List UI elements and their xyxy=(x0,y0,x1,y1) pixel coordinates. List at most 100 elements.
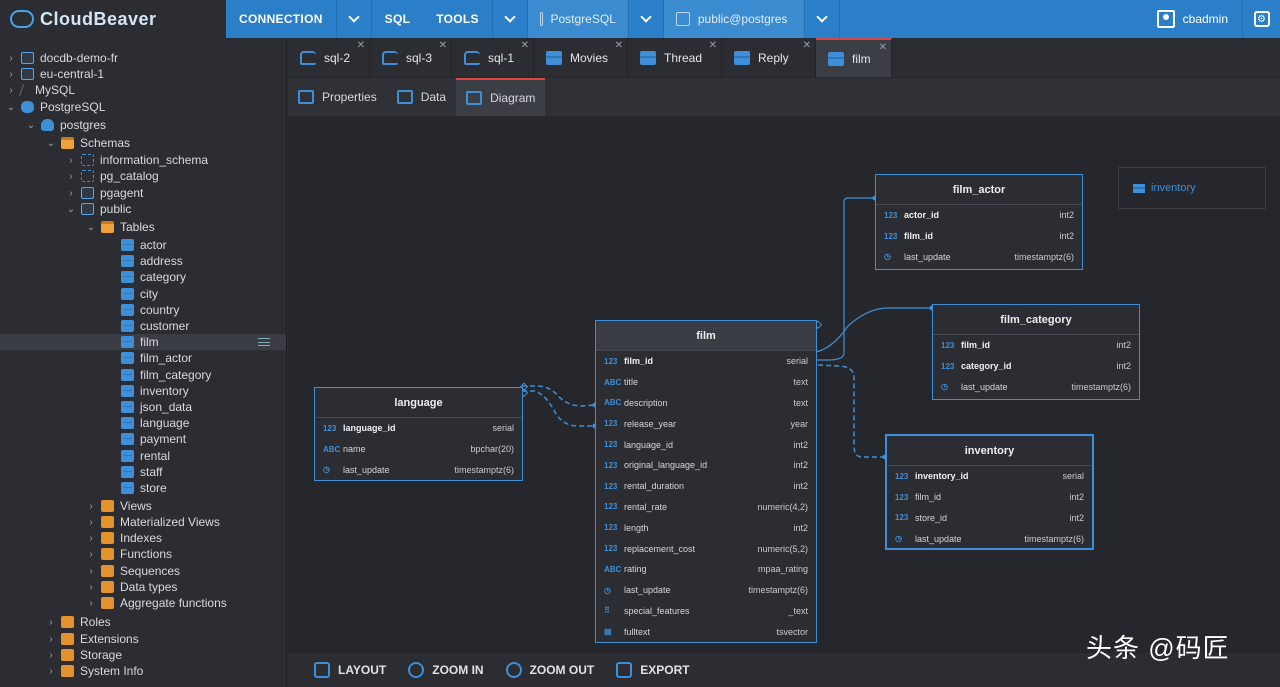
collapsed-toggle-icon[interactable]: › xyxy=(89,532,93,544)
tree-item-country[interactable]: country xyxy=(0,302,286,318)
collapsed-toggle-icon[interactable]: › xyxy=(49,665,53,677)
tools-dropdown-button[interactable] xyxy=(491,0,528,38)
expanded-toggle-icon[interactable]: ⌄ xyxy=(86,221,96,233)
collapsed-toggle-icon[interactable]: › xyxy=(89,597,93,609)
tree-item-film[interactable]: film xyxy=(0,334,286,350)
tree-item-mysql[interactable]: ›MySQL xyxy=(0,82,286,98)
tab-sql-1[interactable]: sql-1✕ xyxy=(452,38,534,77)
tree-item-functions[interactable]: ›Functions xyxy=(0,546,286,562)
export-button[interactable]: EXPORT xyxy=(616,662,690,678)
tree-item-views[interactable]: ›Views xyxy=(0,498,286,514)
tree-item-aggregate-functions[interactable]: ›Aggregate functions xyxy=(0,595,286,611)
tree-item-category[interactable]: category xyxy=(0,269,286,285)
collapsed-toggle-icon[interactable]: › xyxy=(89,565,93,577)
tree-item-city[interactable]: city xyxy=(0,286,286,302)
tree-item-store[interactable]: store xyxy=(0,480,286,496)
collapsed-toggle-icon[interactable]: › xyxy=(49,649,53,661)
tree-item-json-data[interactable]: json_data xyxy=(0,399,286,415)
schema-selector-dropdown[interactable] xyxy=(803,0,840,38)
tree-item-docdb-demo-fr[interactable]: ›docdb-demo-fr xyxy=(0,50,286,66)
tree-item-inventory[interactable]: inventory xyxy=(0,383,286,399)
tab-film[interactable]: film✕ xyxy=(816,38,892,77)
collapsed-toggle-icon[interactable]: › xyxy=(49,633,53,645)
tree-item-information-schema[interactable]: ›information_schema xyxy=(0,152,286,168)
tree-item-language[interactable]: language xyxy=(0,415,286,431)
collapsed-toggle-icon[interactable]: › xyxy=(89,516,93,528)
tree-item-roles[interactable]: ›Roles xyxy=(0,614,286,630)
tree-item-actor[interactable]: actor xyxy=(0,237,286,253)
tree-item-materialized-views[interactable]: ›Materialized Views xyxy=(0,514,286,530)
collapsed-toggle-icon[interactable]: › xyxy=(49,616,53,628)
collapsed-toggle-icon[interactable]: › xyxy=(69,187,73,199)
connection-selector-dropdown[interactable] xyxy=(627,0,664,38)
tree-item-postgresql[interactable]: ⌄PostgreSQL xyxy=(0,99,286,115)
menu-sql[interactable]: SQL xyxy=(384,12,411,26)
tree-item-storage[interactable]: ›Storage xyxy=(0,647,286,663)
tree-item-customer[interactable]: customer xyxy=(0,318,286,334)
close-icon[interactable]: ✕ xyxy=(708,40,717,51)
collapsed-toggle-icon[interactable]: › xyxy=(69,154,73,166)
tree-item-pg-catalog[interactable]: ›pg_catalog xyxy=(0,168,286,184)
menu-tools[interactable]: TOOLS xyxy=(436,12,479,26)
entity-column[interactable]: ⠿special_features_text xyxy=(596,601,816,622)
connection-dropdown-button[interactable] xyxy=(335,0,372,38)
tree-item-film-category[interactable]: film_category xyxy=(0,367,286,383)
close-icon[interactable]: ✕ xyxy=(356,40,365,51)
tree-item-pgagent[interactable]: ›pgagent xyxy=(0,185,286,201)
subtab-properties[interactable]: Properties xyxy=(288,78,387,116)
tree-item-schemas[interactable]: ⌄Schemas xyxy=(0,135,286,151)
zoom-in-button[interactable]: ZOOM IN xyxy=(408,662,484,678)
close-icon[interactable]: ✕ xyxy=(878,42,887,53)
tree-item-indexes[interactable]: ›Indexes xyxy=(0,530,286,546)
collapsed-toggle-icon[interactable]: › xyxy=(89,500,93,512)
expanded-toggle-icon[interactable]: ⌄ xyxy=(26,119,36,131)
tree-item-tables[interactable]: ⌄Tables xyxy=(0,219,286,235)
tab-thread[interactable]: Thread✕ xyxy=(628,38,722,77)
close-icon[interactable]: ✕ xyxy=(438,40,447,51)
tree-item-data-types[interactable]: ›Data types xyxy=(0,579,286,595)
tree-item-sequences[interactable]: ›Sequences xyxy=(0,563,286,579)
zoom-out-button[interactable]: ZOOM OUT xyxy=(505,662,594,678)
menu-connection[interactable]: CONNECTION xyxy=(239,12,323,26)
close-icon[interactable]: ✕ xyxy=(614,40,623,51)
tree-item-payment[interactable]: payment xyxy=(0,431,286,447)
user-menu[interactable]: cbadmin xyxy=(1143,0,1242,38)
schema-selector[interactable]: public@postgres xyxy=(663,0,804,38)
layout-button[interactable]: LAYOUT xyxy=(314,662,386,678)
expanded-toggle-icon[interactable]: ⌄ xyxy=(46,137,56,149)
settings-button[interactable]: ⚙ xyxy=(1242,0,1280,38)
close-icon[interactable]: ✕ xyxy=(802,40,811,51)
collapsed-toggle-icon[interactable]: › xyxy=(9,52,13,64)
collapsed-toggle-icon[interactable]: › xyxy=(69,170,73,182)
tree-item-film-actor[interactable]: film_actor xyxy=(0,350,286,366)
tab-movies[interactable]: Movies✕ xyxy=(534,38,628,77)
